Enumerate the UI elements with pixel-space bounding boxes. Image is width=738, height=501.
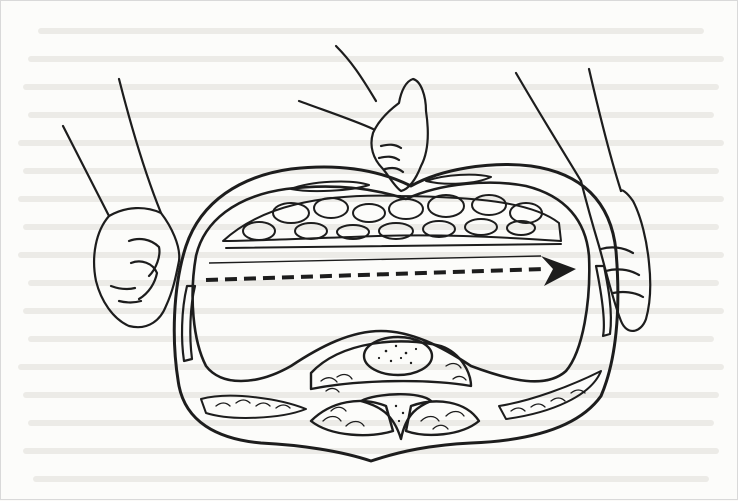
lower-left-muscle [201,396,306,418]
bowel-loops [223,195,561,248]
right-flank-muscle [596,266,611,336]
